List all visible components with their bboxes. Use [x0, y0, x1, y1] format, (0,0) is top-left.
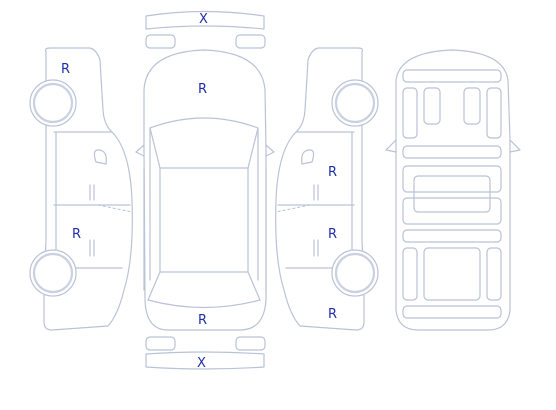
right-side-view [275, 47, 379, 331]
interior-view [385, 49, 521, 331]
left-side-view [29, 47, 133, 331]
top-view [135, 49, 275, 331]
trunk-mark: R [198, 313, 207, 328]
left-rear-door-mark: R [72, 227, 81, 242]
left-front-fender-mark: R [61, 62, 70, 77]
front-bumper-mark: X [199, 12, 208, 27]
hood-mark: R [198, 82, 207, 97]
front-bumper[interactable] [145, 10, 266, 49]
right-front-door-mark: R [328, 165, 337, 180]
rear-bumper-mark: X [197, 356, 206, 371]
right-rear-door-mark: R [328, 227, 337, 242]
right-rear-fender-mark: R [328, 307, 337, 322]
rear-bumper[interactable] [145, 336, 266, 370]
